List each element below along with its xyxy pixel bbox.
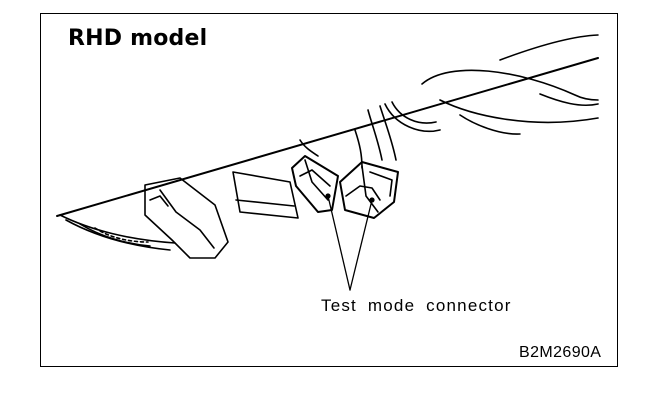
dashboard-lower-edge xyxy=(56,57,599,217)
upper-panel-contour-1 xyxy=(499,34,599,61)
left-bracket-inner xyxy=(159,189,215,249)
callout-leader-dot-left xyxy=(325,193,331,199)
upper-panel-contour-4 xyxy=(459,114,521,135)
upper-panel-contour-2 xyxy=(421,69,599,101)
left-bracket-tab xyxy=(149,195,169,207)
upper-panel-contour-5 xyxy=(539,93,599,107)
figure-code: B2M2690A xyxy=(519,344,602,361)
diagram-title: RHD model xyxy=(68,26,208,51)
callout-leader-left xyxy=(327,195,351,291)
test-connector-left-face xyxy=(304,159,329,201)
test-connector-right-slot xyxy=(369,171,393,197)
upper-panel-contour-3 xyxy=(439,99,599,124)
module-block-edge xyxy=(235,199,295,207)
harness-wire-4 xyxy=(299,139,319,157)
left-bracket xyxy=(144,177,229,259)
callout-leader-dot-right xyxy=(369,197,375,203)
test-connector-left-body xyxy=(291,155,339,213)
test-connector-right-face xyxy=(361,165,379,213)
test-connector-right-body xyxy=(339,161,399,219)
harness-wire-2 xyxy=(379,105,397,161)
callout-leader-right xyxy=(349,199,373,291)
vent-ring-inner xyxy=(391,101,437,124)
module-block xyxy=(232,171,299,219)
lower-left-contour-3 xyxy=(79,223,151,247)
lower-left-contour-4 xyxy=(94,227,149,243)
lower-left-contour-1 xyxy=(59,214,176,244)
test-connector-left-ridge xyxy=(299,169,331,187)
diagram-frame xyxy=(40,13,618,367)
harness-wire-1 xyxy=(367,109,383,161)
harness-wire-3 xyxy=(354,129,363,169)
vent-ring-outer xyxy=(384,103,441,132)
callout-label: Test mode connector xyxy=(321,296,512,315)
test-connector-right-ridge xyxy=(345,185,381,201)
